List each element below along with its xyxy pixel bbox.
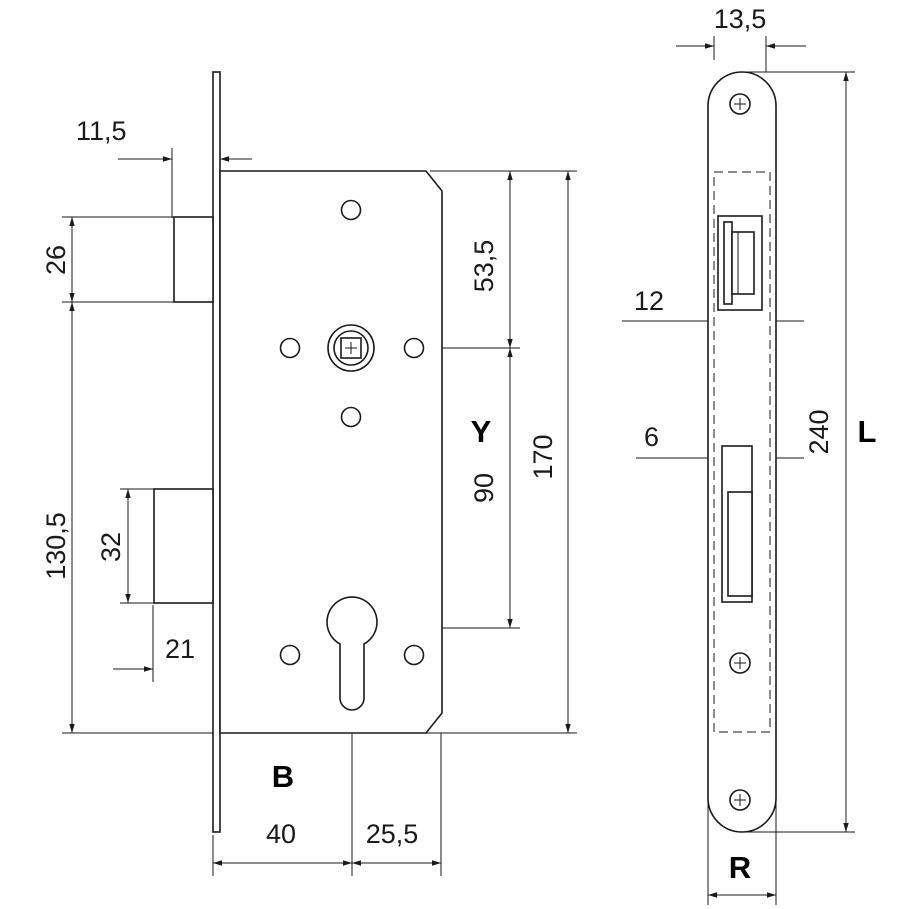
cylinder-hole [326, 596, 378, 711]
dim-backset-width: 40 [266, 819, 296, 849]
deadbolt [153, 488, 214, 604]
dim-deadbolt-throw: 21 [165, 634, 195, 664]
screw-top [729, 93, 751, 115]
follower-square [327, 324, 375, 372]
screw-middle [729, 652, 751, 674]
dim-distance-y: 90 [469, 473, 499, 503]
label-r: R [729, 850, 751, 885]
dim-deadbolt-height: 32 [96, 532, 126, 562]
dim-plate-width: 13,5 [714, 4, 767, 34]
dim-latch-to-bottom: 130,5 [41, 512, 71, 580]
dim-case-height: 170 [528, 434, 558, 479]
side-view: 13,5 12 6 240 L R [622, 4, 876, 905]
dim-forend-thickness: 11,5 [76, 116, 127, 146]
dim-bolt-slot: 6 [644, 422, 659, 452]
latch-bolt [173, 216, 214, 303]
label-y: Y [471, 414, 492, 449]
forend-plate [212, 71, 221, 833]
hole-left-lower [279, 644, 301, 666]
dim-latch-slot: 12 [634, 286, 664, 316]
case-outline-hidden [713, 171, 771, 733]
hole-right-lower [403, 644, 425, 666]
mounting-holes [279, 199, 425, 666]
front-view: 11,5 26 130,5 32 21 53,5 90 170 40 25,5 … [41, 71, 577, 876]
latch-slot [717, 215, 763, 311]
dim-backset-top: 53,5 [469, 240, 499, 293]
screw-bottom [729, 789, 751, 811]
dim-latch-height: 26 [41, 245, 71, 275]
lock-case-body [219, 170, 443, 734]
dim-plate-length: 240 [804, 409, 834, 454]
front-dimension-lines [69, 156, 571, 866]
side-extension-lines [707, 36, 855, 905]
bolt-slot [721, 445, 753, 603]
hole-top [340, 199, 362, 221]
hole-right-upper [403, 337, 425, 359]
label-l: L [858, 414, 877, 449]
label-b: B [272, 759, 294, 794]
hole-middle [340, 406, 362, 428]
hole-left-upper [279, 337, 301, 359]
dim-cylinder-offset: 25,5 [366, 819, 419, 849]
